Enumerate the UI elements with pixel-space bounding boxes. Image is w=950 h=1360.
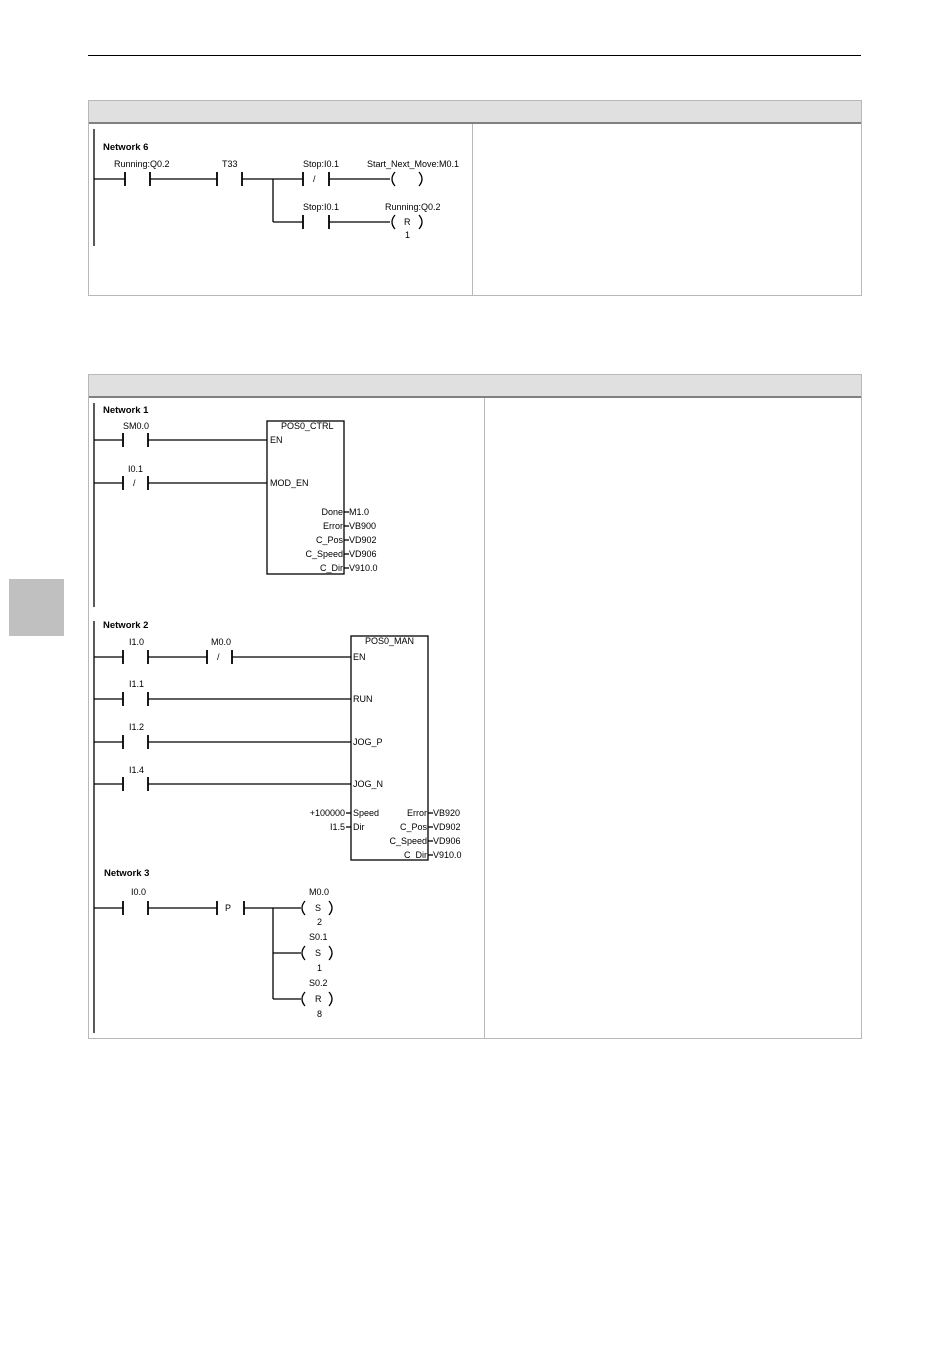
contact-label: I1.4 bbox=[129, 765, 144, 775]
network-label: Network 6 bbox=[103, 142, 148, 153]
networks-1-3-diagram: Network 1 SM0.0 / I0.1 POS0_CTRL EN MOD_… bbox=[93, 403, 462, 1033]
block-output-name: Error bbox=[323, 521, 343, 531]
coil-count: 8 bbox=[317, 1009, 322, 1019]
contact-label: SM0.0 bbox=[123, 421, 149, 431]
block-output-value: VD906 bbox=[349, 549, 377, 559]
contact-label: I0.0 bbox=[131, 887, 146, 897]
network-label: Network 2 bbox=[103, 620, 148, 631]
block-param-name: Speed bbox=[353, 808, 379, 818]
block-output-value: V910.0 bbox=[433, 850, 462, 860]
ladder-panel-top: Network 6 Running:Q0.2 T33 / Stop:I0.1 S… bbox=[88, 100, 862, 296]
block-output-value: V910.0 bbox=[349, 563, 378, 573]
contact-label: Running:Q0.2 bbox=[114, 159, 170, 169]
block-output-name: Done bbox=[321, 507, 343, 517]
pos0-ctrl-block bbox=[266, 420, 345, 575]
coil-s0-2-reset bbox=[301, 991, 306, 1007]
header-rule bbox=[88, 55, 861, 56]
coil-type: S bbox=[315, 903, 321, 913]
network-label: Network 3 bbox=[104, 868, 149, 879]
block-output-name: C_Dir bbox=[404, 850, 427, 860]
network-6-diagram: Network 6 Running:Q0.2 T33 / Stop:I0.1 S… bbox=[93, 129, 459, 246]
chapter-tab bbox=[9, 579, 64, 636]
block-output-value: VD902 bbox=[349, 535, 377, 545]
coil-type: R bbox=[315, 994, 322, 1004]
block-output-name: C_Speed bbox=[305, 549, 343, 559]
panel-divider bbox=[472, 124, 473, 296]
block-output-value: VB920 bbox=[433, 808, 460, 818]
block-input: EN bbox=[353, 652, 366, 662]
block-output-name: Error bbox=[407, 808, 427, 818]
block-output-value: VD906 bbox=[433, 836, 461, 846]
network-label: Network 1 bbox=[103, 405, 149, 416]
block-title: POS0_CTRL bbox=[281, 421, 334, 431]
block-output-value: VB900 bbox=[349, 521, 376, 531]
block-output-name: C_Dir bbox=[320, 563, 343, 573]
block-input: EN bbox=[270, 435, 283, 445]
pos0-man-block bbox=[350, 635, 429, 861]
nc-symbol: / bbox=[217, 652, 220, 662]
panel-header bbox=[89, 101, 861, 124]
contact-label: T33 bbox=[222, 159, 238, 169]
coil-running-reset bbox=[391, 214, 396, 230]
coil-label: Start_Next_Move:M0.1 bbox=[367, 159, 459, 169]
edge-symbol: P bbox=[225, 903, 231, 913]
block-output-value: M1.0 bbox=[349, 507, 369, 517]
coil-m0-0-set bbox=[301, 900, 306, 916]
contact-label: I1.1 bbox=[129, 679, 144, 689]
contact-label: Stop:I0.1 bbox=[303, 202, 339, 212]
nc-symbol: / bbox=[133, 478, 136, 488]
coil-count: 1 bbox=[405, 230, 410, 240]
contact-label: M0.0 bbox=[211, 637, 231, 647]
block-input: JOG_N bbox=[353, 779, 383, 789]
ladder-panel-bottom: Network 1 SM0.0 / I0.1 POS0_CTRL EN MOD_… bbox=[88, 374, 862, 1039]
block-output-name: C_Pos bbox=[400, 822, 428, 832]
panel-divider bbox=[484, 398, 485, 1039]
block-param-name: Dir bbox=[353, 822, 365, 832]
block-output-value: VD902 bbox=[433, 822, 461, 832]
block-input: JOG_P bbox=[353, 737, 383, 747]
block-output-name: C_Pos bbox=[316, 535, 344, 545]
block-param-value: +100000 bbox=[310, 808, 345, 818]
coil-start-next-move bbox=[391, 171, 396, 187]
coil-type: R bbox=[404, 217, 411, 227]
block-param-value: I1.5 bbox=[330, 822, 345, 832]
block-output-name: C_Speed bbox=[389, 836, 427, 846]
contact-label: I0.1 bbox=[128, 464, 143, 474]
coil-label: S0.1 bbox=[309, 932, 328, 942]
coil-label: M0.0 bbox=[309, 887, 329, 897]
coil-label: Running:Q0.2 bbox=[385, 202, 441, 212]
coil-type: S bbox=[315, 948, 321, 958]
coil-label: S0.2 bbox=[309, 978, 328, 988]
coil-s0-1-set bbox=[301, 945, 306, 961]
block-input: RUN bbox=[353, 694, 373, 704]
block-title: POS0_MAN bbox=[365, 636, 414, 646]
contact-label: I1.0 bbox=[129, 637, 144, 647]
panel-header bbox=[89, 375, 861, 398]
coil-count: 2 bbox=[317, 917, 322, 927]
nc-symbol: / bbox=[313, 174, 316, 184]
block-input: MOD_EN bbox=[270, 478, 309, 488]
contact-label: I1.2 bbox=[129, 722, 144, 732]
coil-count: 1 bbox=[317, 963, 322, 973]
contact-label: Stop:I0.1 bbox=[303, 159, 339, 169]
